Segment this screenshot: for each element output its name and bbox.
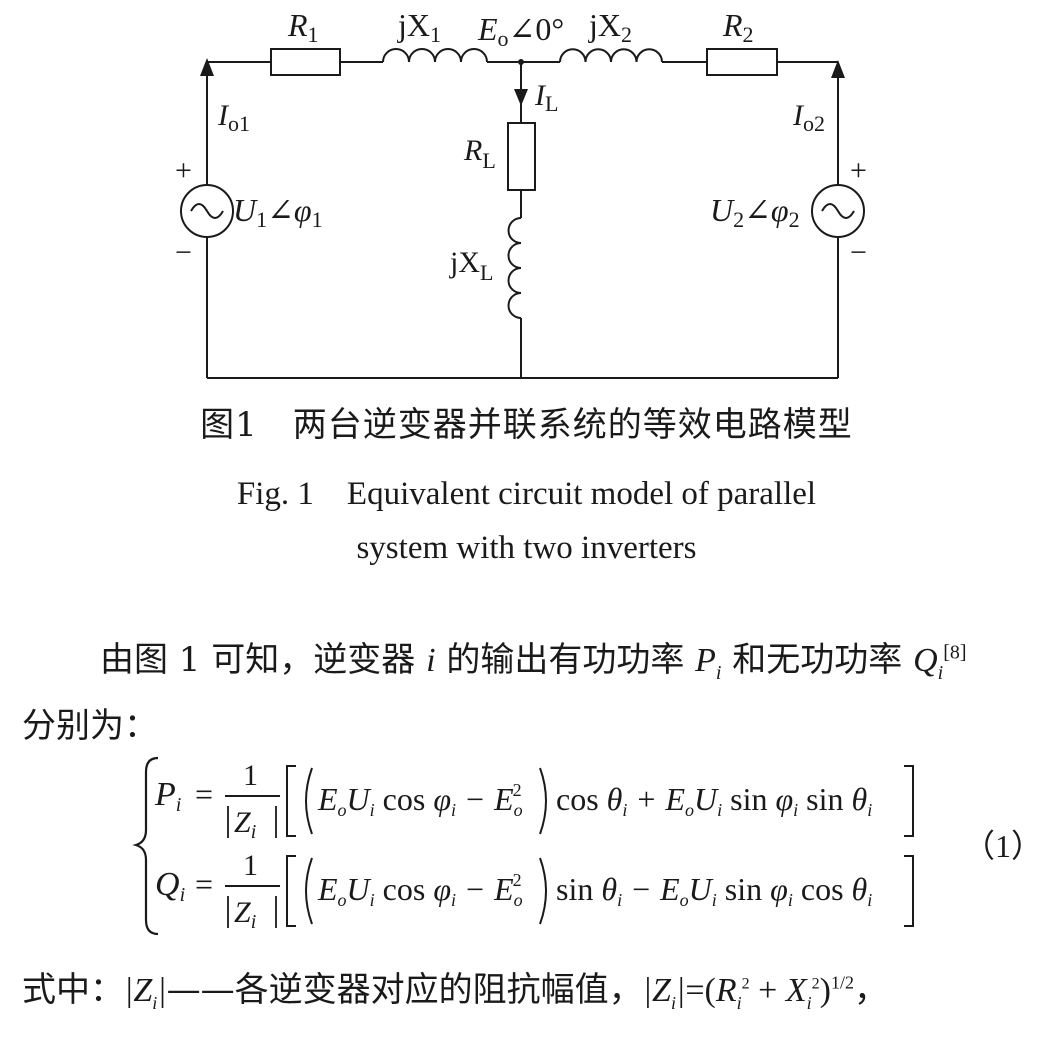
resistor-r1	[270, 48, 341, 76]
plus-u2: +	[850, 154, 867, 187]
inductor-xl	[507, 217, 522, 319]
inductor-x2	[559, 48, 663, 63]
label-x2: jX2	[588, 7, 632, 47]
circuit-diagram: R1 jX1 Eo∠0° jX2 R2 IL RL jXL Io1 Io2 U1…	[175, 7, 867, 379]
svg-text:Pi: Pi	[154, 776, 181, 816]
resistor-rl	[507, 122, 536, 191]
plus-u1: +	[175, 154, 192, 187]
svg-text:=: =	[195, 866, 213, 902]
body-paragraph-1: 由图 1 可知，逆变器 i 的输出有功功率 Pi 和无功功率 Qi[8]	[100, 640, 967, 684]
label-io1: Io1	[217, 99, 250, 136]
svg-text:Zi: Zi	[234, 896, 256, 933]
equation-number: （1）	[963, 828, 1043, 864]
arrow-io2	[831, 60, 845, 78]
figure-caption-cn: 图1 两台逆变器并联系统的等效电路模型	[200, 405, 853, 445]
label-rl: RL	[463, 134, 496, 173]
definition-line: 式中：|Zi|——各逆变器对应的阻抗幅值，|Zi|=(Ri2 + Xi2)1/2…	[22, 970, 888, 1013]
label-eo: Eo∠0°	[477, 11, 564, 51]
svg-text:=: =	[195, 776, 213, 812]
label-xl: jXL	[449, 246, 493, 285]
label-x1: jX1	[397, 7, 441, 47]
circuit-wires	[206, 61, 839, 379]
label-u1: U1∠φ1	[233, 192, 323, 232]
equation-brace	[132, 756, 159, 936]
svg-text:1: 1	[243, 849, 258, 882]
svg-text:Qi: Qi	[155, 866, 185, 906]
arrow-il	[514, 89, 528, 106]
minus-u2: −	[850, 236, 867, 269]
label-u2: U2∠φ2	[710, 192, 800, 232]
source-u2	[811, 184, 865, 238]
resistor-r2	[706, 48, 778, 76]
label-io2: Io2	[792, 99, 825, 136]
label-r2: R2	[722, 7, 754, 47]
node-dot	[518, 59, 524, 65]
svg-text:Zi: Zi	[234, 806, 256, 843]
body-paragraph-2: 分别为：	[22, 706, 158, 746]
figure-caption-en-line1: Fig. 1 Equivalent circuit model of paral…	[236, 476, 817, 512]
source-u1	[180, 184, 234, 238]
citation-ref[interactable]: [8]	[943, 641, 967, 664]
figure-caption-en-line2: system with two inverters	[356, 530, 697, 566]
minus-u1: −	[175, 236, 192, 269]
inductor-x1	[382, 48, 488, 63]
svg-text:1: 1	[243, 759, 258, 792]
label-r1: R1	[287, 7, 319, 47]
label-il: IL	[534, 79, 558, 116]
arrow-io1	[200, 58, 214, 76]
